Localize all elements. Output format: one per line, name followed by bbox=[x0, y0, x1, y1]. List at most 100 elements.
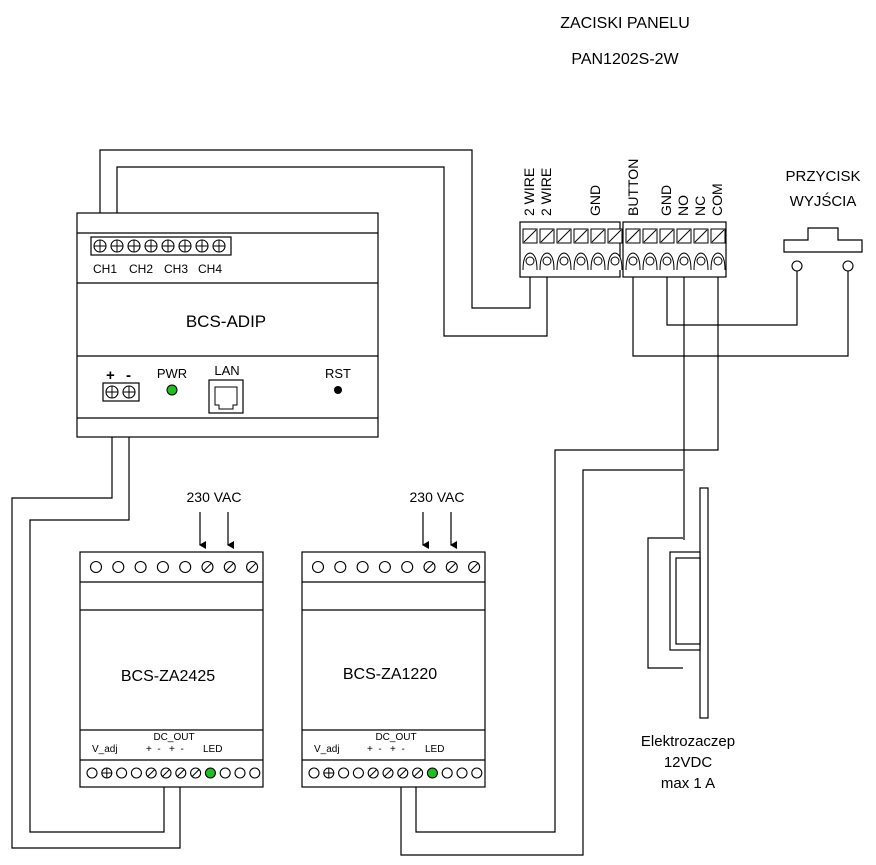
term-label-button: BUTTON bbox=[625, 159, 641, 216]
led-indicator bbox=[204, 767, 216, 779]
exit-button-label-2: WYJŚCIA bbox=[790, 192, 857, 210]
power-screw-terminal bbox=[105, 385, 119, 399]
terminal-hole bbox=[86, 767, 98, 779]
channel-screw-terminal bbox=[127, 239, 141, 253]
adip-power-terminal bbox=[102, 382, 140, 402]
terminal-hole bbox=[249, 767, 261, 779]
psu1-vac-label: 230 VAC bbox=[187, 489, 242, 505]
dc-screw-terminal bbox=[412, 767, 424, 779]
panel-title: ZACISKI PANELU bbox=[560, 15, 690, 32]
ac-screw-terminal bbox=[445, 560, 458, 574]
psu2-led-label: LED bbox=[425, 744, 444, 755]
panel-terminal bbox=[539, 228, 555, 271]
terminal-hole bbox=[441, 767, 453, 779]
wire-com bbox=[415, 260, 719, 833]
adip-plus-label: + bbox=[106, 367, 115, 384]
panel-terminal bbox=[642, 228, 658, 271]
ch3-label: CH3 bbox=[164, 262, 188, 276]
ch4-label: CH4 bbox=[198, 262, 222, 276]
terminal-hole bbox=[334, 560, 347, 574]
term-label-2wire-b: 2 WIRE bbox=[538, 168, 554, 216]
wire-strike-loop bbox=[647, 537, 683, 669]
terminal-hole bbox=[338, 767, 350, 779]
adip-channel-terminals bbox=[90, 236, 232, 256]
term-label-no: NO bbox=[675, 195, 691, 216]
psu1-led-label: LED bbox=[203, 744, 222, 755]
psu1-dcout-label: DC_OUT bbox=[153, 732, 194, 743]
psu1-signs: + - + - bbox=[146, 744, 184, 755]
strike-faceplate bbox=[699, 487, 709, 719]
channel-screw-terminal bbox=[144, 239, 158, 253]
terminal-hole bbox=[219, 767, 231, 779]
term-label-gnd2: GND bbox=[658, 185, 674, 216]
wire-button-gnd bbox=[666, 260, 798, 326]
ac-screw-terminal bbox=[468, 560, 481, 574]
channel-screw-terminal bbox=[195, 239, 209, 253]
bcs-adip-module: CH1 CH2 CH3 CH4 BCS-ADIP + - PWR LAN RST bbox=[76, 212, 379, 438]
strike-label-2: 12VDC bbox=[664, 754, 713, 771]
wire-strike-psu2 bbox=[400, 469, 683, 856]
exit-button-contact-2 bbox=[842, 260, 854, 272]
terminal-hole bbox=[234, 767, 246, 779]
exit-button-label-1: PRZYCISK bbox=[785, 168, 860, 185]
exit-button-contact-1 bbox=[791, 260, 803, 272]
strike-label-3: max 1 A bbox=[661, 775, 715, 792]
dc-screw-terminal bbox=[397, 767, 409, 779]
terminal-hole bbox=[401, 560, 414, 574]
panel-terminal bbox=[693, 228, 709, 271]
terminal-hole bbox=[456, 767, 468, 779]
psu2-vac-label: 230 VAC bbox=[410, 489, 465, 505]
terminal-hole bbox=[352, 767, 364, 779]
exit-button: PRZYCISK WYJŚCIA bbox=[783, 168, 863, 272]
terminal-hole bbox=[134, 560, 147, 574]
terminal-hole bbox=[89, 560, 103, 574]
panel-model: PAN1202S-2W bbox=[571, 51, 679, 68]
psu2-signs: + - + - bbox=[367, 744, 405, 755]
term-label-2wire-a: 2 WIRE bbox=[521, 168, 537, 216]
psu1-name: BCS-ZA2425 bbox=[121, 668, 215, 685]
term-label-com: COM bbox=[709, 183, 725, 216]
panel-terminal bbox=[590, 228, 606, 271]
pwr-label: PWR bbox=[157, 366, 187, 381]
terminal-hole bbox=[308, 767, 320, 779]
ac-screw-terminal bbox=[246, 560, 259, 574]
vadj-potentiometer bbox=[101, 767, 113, 779]
wire-adip-plus bbox=[11, 392, 181, 849]
pwr-led bbox=[166, 384, 178, 396]
wire-ch1-a bbox=[99, 149, 531, 309]
dc-screw-terminal bbox=[382, 767, 394, 779]
panel-terminal bbox=[625, 228, 641, 271]
dc-screw-terminal bbox=[175, 767, 187, 779]
rst-button-icon bbox=[334, 386, 342, 394]
dc-screw-terminal bbox=[145, 767, 157, 779]
power-screw-terminal bbox=[122, 385, 136, 399]
rst-label: RST bbox=[325, 366, 351, 381]
ch1-label: CH1 bbox=[93, 262, 117, 276]
terminal-hole bbox=[156, 560, 169, 574]
dc-screw-terminal bbox=[367, 767, 379, 779]
psu-bcs-za2425: 230 VAC BCS-ZA2425 DC_OUT V_adj + - + - … bbox=[79, 489, 264, 788]
dc-screw-terminal bbox=[190, 767, 202, 779]
terminal-hole bbox=[116, 767, 128, 779]
panel-terminal bbox=[573, 228, 589, 271]
terminal-hole bbox=[179, 560, 192, 574]
psu2-vadj-label: V_adj bbox=[314, 744, 340, 755]
pushbutton-icon bbox=[783, 227, 863, 253]
term-label-nc: NC bbox=[692, 196, 708, 216]
lan-label: LAN bbox=[214, 363, 239, 378]
terminal-hole bbox=[356, 560, 369, 574]
psu2-name: BCS-ZA1220 bbox=[343, 666, 437, 683]
lan-port-icon bbox=[208, 379, 244, 414]
psu1-vadj-label: V_adj bbox=[92, 744, 118, 755]
strike-label-1: Elektrozaczep bbox=[641, 733, 735, 750]
adip-name: BCS-ADIP bbox=[186, 312, 266, 331]
terminal-hole bbox=[130, 767, 142, 779]
terminal-hole bbox=[112, 560, 125, 574]
wires bbox=[11, 149, 849, 856]
panel-terminal bbox=[522, 228, 538, 271]
led-indicator bbox=[426, 767, 438, 779]
terminal-hole bbox=[311, 560, 325, 574]
ch2-label: CH2 bbox=[129, 262, 153, 276]
channel-screw-terminal bbox=[161, 239, 175, 253]
